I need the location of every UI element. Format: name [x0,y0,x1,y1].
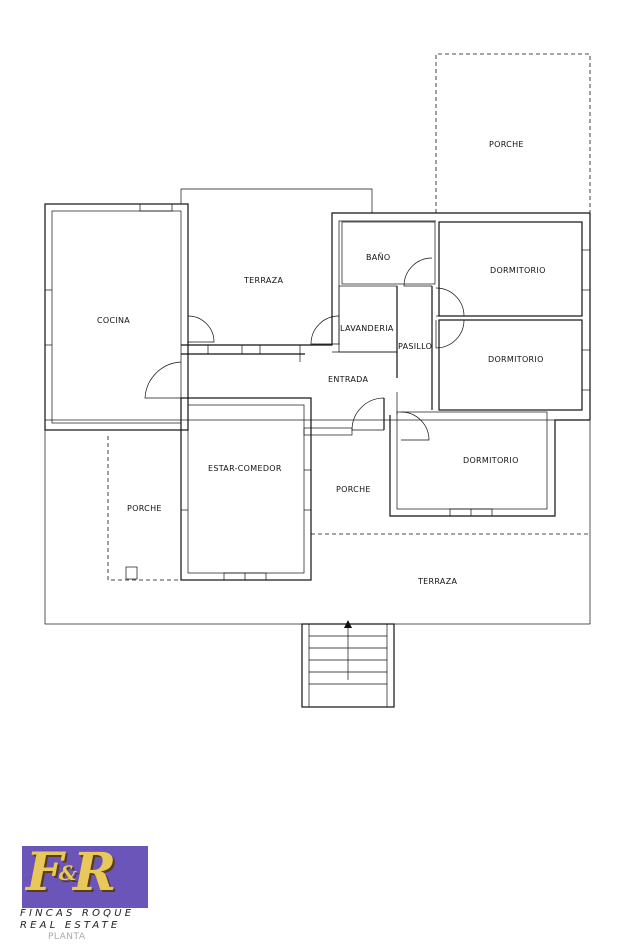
logo-monogram-small: & [58,861,77,885]
stair-arrow-head [344,620,352,628]
terrace-top-outline [180,188,373,213]
entry-door [351,397,385,431]
logo-monogram: F&R [26,840,116,906]
living-top-window [207,344,243,355]
logo-subtitle: PLANTA [48,932,86,942]
left-porch-outline [107,436,181,581]
label-entrada: ENTRADA [328,375,368,384]
bedroom-2-door [435,319,465,349]
left-porch-pillar [125,566,138,580]
label-porche-center: PORCHE [336,485,371,494]
label-dormitorio-1: DORMITORIO [490,266,546,275]
laundry-door [310,315,340,345]
logo-line-1: FINCAS ROQUE [20,908,135,919]
bedroom-1-door [435,287,465,317]
top-porch-outline [435,53,591,213]
bedroom-3-door [400,411,430,441]
logo-monogram-left: F [26,842,63,903]
label-pasillo: PASILLO [398,342,432,351]
bath-door [403,257,433,287]
living-door [144,361,182,399]
company-logo: F&R FINCAS ROQUE REAL ESTATE PLANTA [20,840,152,944]
bedroom-3-outer [389,415,590,517]
entry-wall-segment [303,427,353,436]
bedroom-2 [438,319,583,411]
label-dormitorio-3: DORMITORIO [463,456,519,465]
laundry [338,285,398,353]
kitchen-wall-outer [44,203,189,431]
bedroom-1 [438,221,583,317]
logo-background [22,846,148,908]
label-lavanderia: LAVANDERIA [340,324,394,333]
label-estar-comedor: ESTAR-COMEDOR [208,464,282,473]
label-cocina: COCINA [97,316,130,325]
kitchen-wall-inner [51,210,182,424]
label-terraza-bottom: TERRAZA [417,577,457,586]
living-wall-outer [180,397,312,581]
kitchen-door [187,315,215,343]
label-terraza-top: TERRAZA [243,276,283,285]
logo-monogram-mid: R [72,842,116,903]
label-bano: BAÑO [366,252,390,262]
bathroom [341,221,436,285]
terrace-outline [44,419,591,625]
kitchen-window [139,203,173,212]
service-outer-wall [305,212,590,346]
label-porche-top: PORCHE [489,140,524,149]
label-porche-left: PORCHE [127,504,162,513]
label-dormitorio-2: DORMITORIO [488,355,544,364]
logo-line-2: REAL ESTATE [20,920,121,931]
living-wall-inner [187,404,305,574]
